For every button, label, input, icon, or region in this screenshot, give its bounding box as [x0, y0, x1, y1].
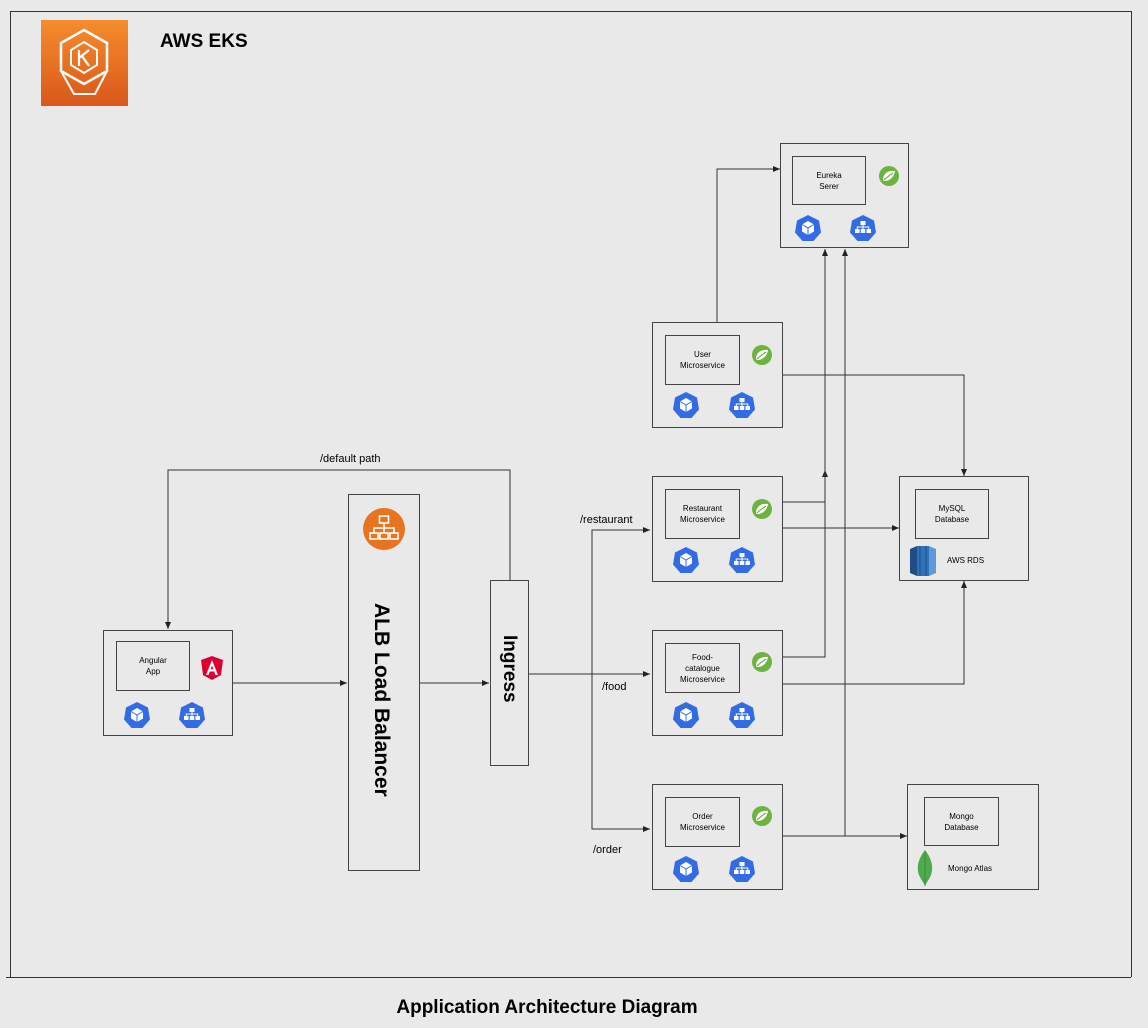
- mysql-database-node: MySQL Database AWS RDS: [899, 476, 1029, 581]
- edge-order-eureka: [783, 249, 848, 837]
- pod-icon: [673, 547, 699, 573]
- ingress-label: Ingress: [499, 635, 520, 703]
- pod-icon: [124, 702, 150, 728]
- restaurant-microservice-label: Restaurant Microservice: [665, 489, 740, 539]
- spring-icon: [752, 806, 772, 826]
- k8s-service-icon: [729, 392, 755, 418]
- food-catalogue-microservice-node: Food- catalogue Microservice: [652, 630, 783, 736]
- user-microservice-label: User Microservice: [665, 335, 740, 385]
- spring-icon: [879, 166, 899, 186]
- order-microservice-node: Order Microservice: [652, 784, 783, 890]
- mysql-database-label: MySQL Database: [915, 489, 989, 539]
- user-microservice-node: User Microservice: [652, 322, 783, 428]
- page-title: AWS EKS: [160, 31, 248, 52]
- pod-icon: [673, 856, 699, 882]
- edge-ingress-restaurant: [529, 527, 650, 675]
- k8s-service-icon: [729, 856, 755, 882]
- pod-icon: [673, 702, 699, 728]
- pod-icon: [795, 215, 821, 241]
- spring-icon: [752, 652, 772, 672]
- edge-user-mysql: [783, 374, 967, 476]
- angular-app-node: Angular App: [103, 630, 233, 736]
- k8s-service-icon: [179, 702, 205, 728]
- edge-user-eureka: [716, 166, 780, 322]
- pod-icon: [673, 392, 699, 418]
- order-microservice-label: Order Microservice: [665, 797, 740, 847]
- route-label-food: /food: [602, 681, 627, 693]
- route-label-order: /order: [593, 844, 622, 856]
- restaurant-microservice-node: Restaurant Microservice: [652, 476, 783, 582]
- edge-food-mysql: [783, 581, 967, 685]
- mongo-database-node: Mongo Database Mongo Atlas: [907, 784, 1039, 890]
- food-catalogue-microservice-label: Food- catalogue Microservice: [665, 643, 740, 693]
- k8s-service-icon: [729, 702, 755, 728]
- aws-rds-label: AWS RDS: [947, 556, 985, 565]
- diagram-frame: [10, 11, 1132, 977]
- eks-icon: [41, 20, 128, 106]
- edge-default-path: [165, 469, 511, 629]
- alb-icon: [363, 508, 405, 550]
- diagram-caption: Application Architecture Diagram: [396, 997, 698, 1018]
- spring-icon: [752, 499, 772, 519]
- route-label-default: /default path: [320, 453, 381, 465]
- angular-icon: [201, 656, 223, 680]
- k8s-service-icon: [850, 215, 876, 241]
- edge-restaurant-eureka: [783, 470, 828, 503]
- alb-load-balancer-node: ALB Load Balancer: [348, 494, 420, 871]
- route-label-restaurant: /restaurant: [580, 514, 633, 526]
- frame-bottom-border: [6, 977, 1131, 978]
- k8s-service-icon: [729, 547, 755, 573]
- spring-icon: [752, 345, 772, 365]
- angular-app-label: Angular App: [116, 641, 190, 691]
- edge-food-eureka: [783, 249, 828, 658]
- mongo-database-label: Mongo Database: [924, 797, 999, 846]
- mongo-atlas-label: Mongo Atlas: [948, 864, 993, 873]
- eureka-server-node: Eureka Serer: [780, 143, 909, 248]
- mongodb-icon: [917, 850, 933, 886]
- edge-ingress-order: [591, 674, 650, 832]
- alb-label: ALB Load Balancer: [370, 603, 393, 797]
- eureka-server-label: Eureka Serer: [792, 156, 866, 205]
- rds-icon: [910, 546, 936, 576]
- frame-top-border: [10, 11, 1131, 12]
- ingress-node: Ingress: [490, 580, 529, 766]
